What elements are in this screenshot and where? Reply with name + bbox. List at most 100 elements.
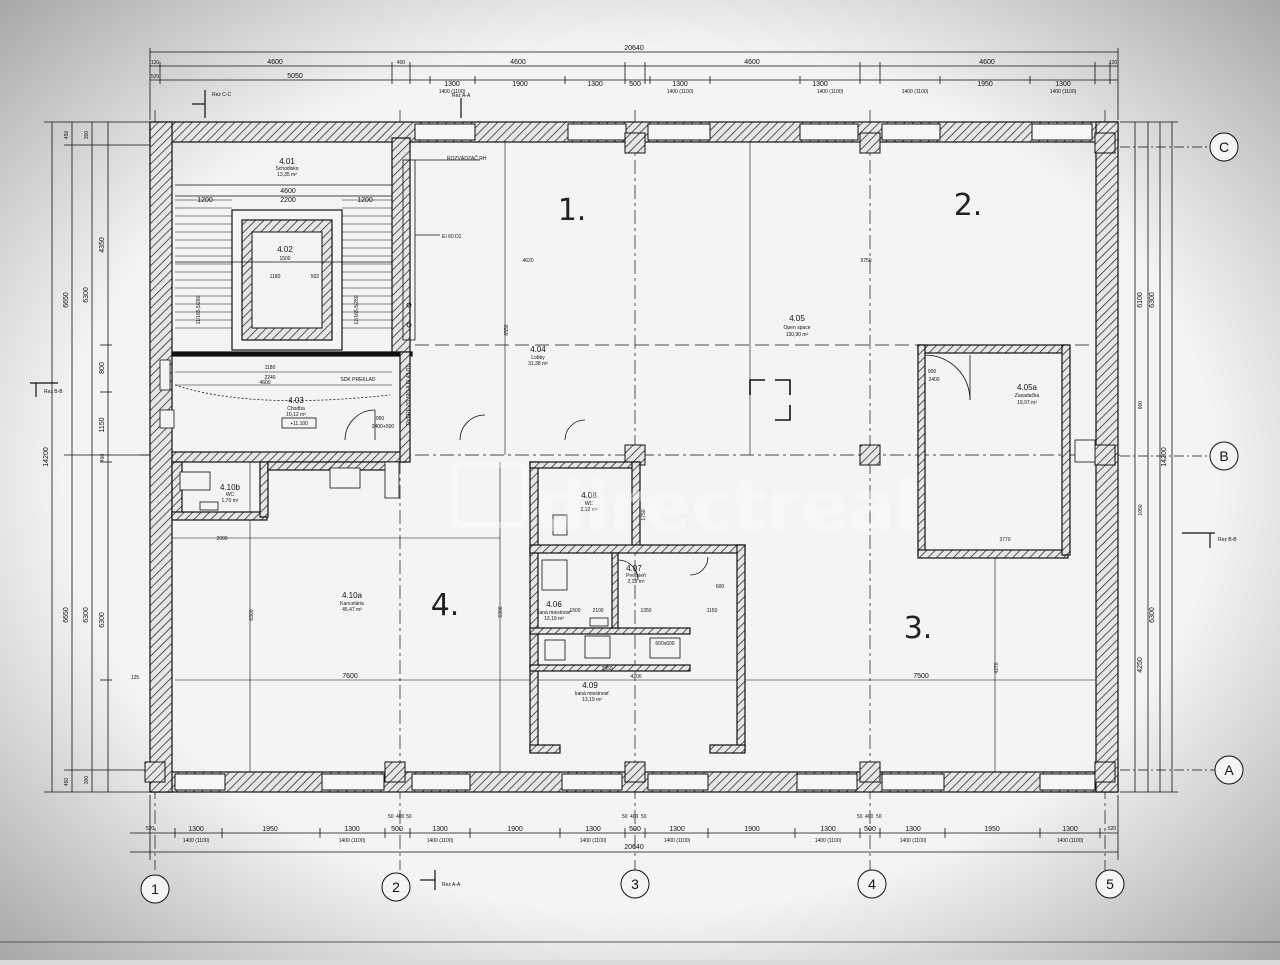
section-mark-cc: Rez C-C — [192, 90, 232, 118]
room-407-number: 4.07 — [626, 564, 642, 573]
dim-3770: 3770 — [999, 537, 1010, 543]
dim-top-c: 4600 — [744, 59, 760, 66]
sanitary-core-walls — [459, 414, 746, 754]
zone-1-label: 1. — [558, 193, 587, 228]
bottom-dim-1300h: 1300 — [1062, 826, 1078, 833]
axis-label-B: B — [1219, 448, 1228, 464]
room-408-name: kaná miestnosť — [537, 610, 571, 616]
windows-bottom — [174, 773, 1096, 791]
left-dim-6300b: 6300 — [83, 607, 90, 623]
small-2100: 2100 — [592, 608, 603, 614]
bottom-dim-1300d: 1300 — [585, 826, 601, 833]
room-403-number: 4.03 — [288, 396, 304, 405]
bottom-small-8: 400 — [865, 814, 874, 820]
left-dim-6300c: 6300 — [99, 612, 106, 628]
room-410a-area: 45,47 m² — [342, 607, 362, 613]
room-406-number: 4.09 — [582, 681, 598, 690]
left-dim-1150: 1150 — [99, 417, 106, 432]
small-1350: 1350 — [640, 608, 651, 614]
axis-label-4: 4 — [868, 876, 876, 892]
right-dim-800: 800 — [1138, 401, 1144, 410]
right-dim-4250: 4250 — [1137, 657, 1144, 673]
dim-top-sub-1: 1400 (1100) — [439, 89, 466, 95]
room-408-number: 4.06 — [546, 600, 562, 609]
room-405a-number: 4.05a — [1017, 383, 1038, 392]
bottom-sub-6: 1400 (1100) — [815, 838, 842, 844]
bottom-dim-1950b: 1950 — [984, 826, 1000, 833]
dim-1750: 1750 — [641, 509, 647, 520]
dim-2000: 2000 — [216, 536, 227, 542]
left-dim-6650b: 6650 — [63, 607, 70, 623]
corridor-403 — [159, 359, 391, 441]
bottom-sub-3: 1400 (1100) — [427, 838, 454, 844]
door-950: 950 — [376, 416, 385, 422]
left-dim-450b: 450 — [64, 778, 70, 787]
door-2400-500: 2400+500 — [372, 424, 395, 430]
note-sdk: SDK PREKLAD — [340, 377, 375, 383]
room-409-area: 2,12 m² — [581, 507, 598, 513]
dim-7600: 7600 — [342, 673, 358, 680]
left-dimension-chains — [44, 121, 150, 793]
room-410b-area: 1,70 m² — [222, 498, 239, 504]
axis-bubble-B: B — [1209, 441, 1239, 471]
room-410b-number: 4.10b — [220, 483, 241, 492]
room-401-name: Schodisko — [275, 166, 298, 172]
left-dim-4350: 4350 — [99, 237, 106, 253]
axis-label-A: A — [1224, 762, 1234, 778]
dim-top-a: 4600 — [267, 59, 283, 66]
bottom-small-4: 50 — [622, 814, 628, 820]
dim-top2-5050: 5050 — [287, 73, 303, 80]
bottom-dim-1300f: 1300 — [820, 826, 836, 833]
small-1150: 1150 — [707, 608, 718, 614]
bottom-dim-520b: 520 — [1108, 826, 1117, 832]
dim-top2-1300d: 1300 — [812, 81, 828, 88]
dim-top2-1900: 1900 — [512, 81, 528, 88]
door-2400: 2400 — [928, 377, 939, 383]
corridor-dim-4600: 4600 — [259, 380, 270, 386]
room-405a-area: 19,97 m² — [1017, 400, 1037, 406]
axis-bubble-4: 4 — [857, 869, 887, 899]
dim-top2-1300e: 1300 — [1055, 81, 1071, 88]
left-dim-6650a: 6650 — [63, 292, 70, 308]
dim-top-sub-2: 1400 (1100) — [667, 89, 694, 95]
right-dim-1050: 1050 — [1138, 504, 1144, 515]
dim-4200: 4200 — [630, 674, 641, 680]
room-407-area: 2,19 m² — [628, 579, 645, 585]
level-mark: +11.100 — [290, 421, 308, 427]
right-dim-6100: 6100 — [1137, 292, 1144, 308]
right-dim-6300b: 6300 — [1149, 607, 1156, 623]
corridor-dim-2240: 2240 — [264, 375, 275, 381]
bottom-sub-2: 1400 (1100) — [339, 838, 366, 844]
dim-top2-1300c: 1300 — [672, 81, 688, 88]
stair-dim-1500: 1500 — [279, 256, 290, 262]
open-space-corner-marks — [749, 379, 791, 421]
room-404-area: 31,38 m² — [528, 361, 548, 367]
axis-bubble-3: 3 — [620, 869, 650, 899]
left-dim-6300a: 6300 — [83, 287, 90, 303]
bottom-dim-1900a: 1900 — [507, 826, 523, 833]
stair-dim-1200a: 1200 — [197, 197, 213, 204]
room-403-area: 10,12 m² — [286, 412, 306, 418]
bottom-sub-1: 1400 (1100) — [183, 838, 210, 844]
bottom-small-5: 400 — [630, 814, 639, 820]
watermark-text: directreal — [535, 465, 919, 547]
room-405-name: Open space — [784, 325, 811, 331]
axis-label-2: 2 — [392, 879, 400, 895]
bottom-dim-1950a: 1950 — [262, 826, 278, 833]
section-label-aa-bottom: Rez A-A — [442, 882, 461, 888]
bottom-small-1: 50 — [388, 814, 394, 820]
left-dim-450c: 450 — [100, 454, 106, 463]
bottom-sub-8: 1400 (1100) — [1057, 838, 1084, 844]
dim-2950: 2950 — [601, 666, 612, 672]
dim-4270: 4270 — [994, 662, 1000, 673]
room-409-name: WC — [585, 501, 594, 507]
small-600: 600 — [716, 584, 725, 590]
dim-top-120b: 120 — [1109, 60, 1118, 66]
dim-7500: 7500 — [913, 673, 929, 680]
stair-dim-1180: 1180 — [270, 274, 281, 280]
room-410b-name: WC — [226, 492, 235, 498]
dim-4620: 4620 — [522, 258, 533, 264]
dim-top-sub-3: 1400 (1100) — [817, 89, 844, 95]
